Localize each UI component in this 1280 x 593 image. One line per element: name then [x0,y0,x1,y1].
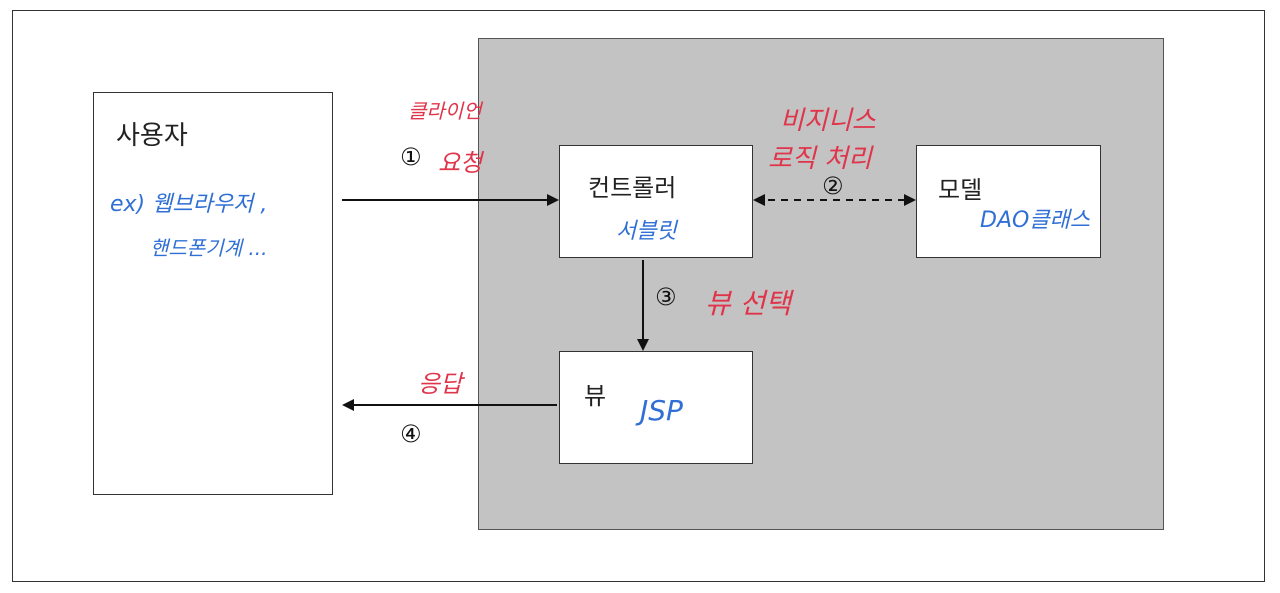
user-box [93,92,333,495]
view-sub: JSP [640,394,683,427]
step1-label-bottom: 요청 [438,149,483,177]
view-box [559,351,753,464]
model-box [916,145,1101,258]
controller-box [559,145,753,258]
step2-number: ② [822,172,844,200]
step1-label-top: 클라이언 [408,99,482,123]
step4-label: 응답 [418,370,463,398]
step2-label-top: 비지니스 [780,106,876,136]
model-title: 모델 [938,176,983,204]
step2-label-bottom: 로직 처리 [768,144,872,174]
user-title: 사용자 [116,121,188,151]
user-example-line2: 핸드폰기계 ... [150,236,268,260]
view-title: 뷰 [584,382,607,410]
step4-number: ④ [400,420,422,448]
step3-number: ③ [655,283,677,311]
user-example-line1: ex) 웹브라우저 , [110,192,268,217]
controller-title: 컨트롤러 [588,174,677,202]
step1-number: ① [400,143,422,171]
step3-label: 뷰 선택 [705,287,792,320]
model-sub: DAO클래스 [980,208,1091,233]
controller-sub: 서블릿 [616,219,677,244]
